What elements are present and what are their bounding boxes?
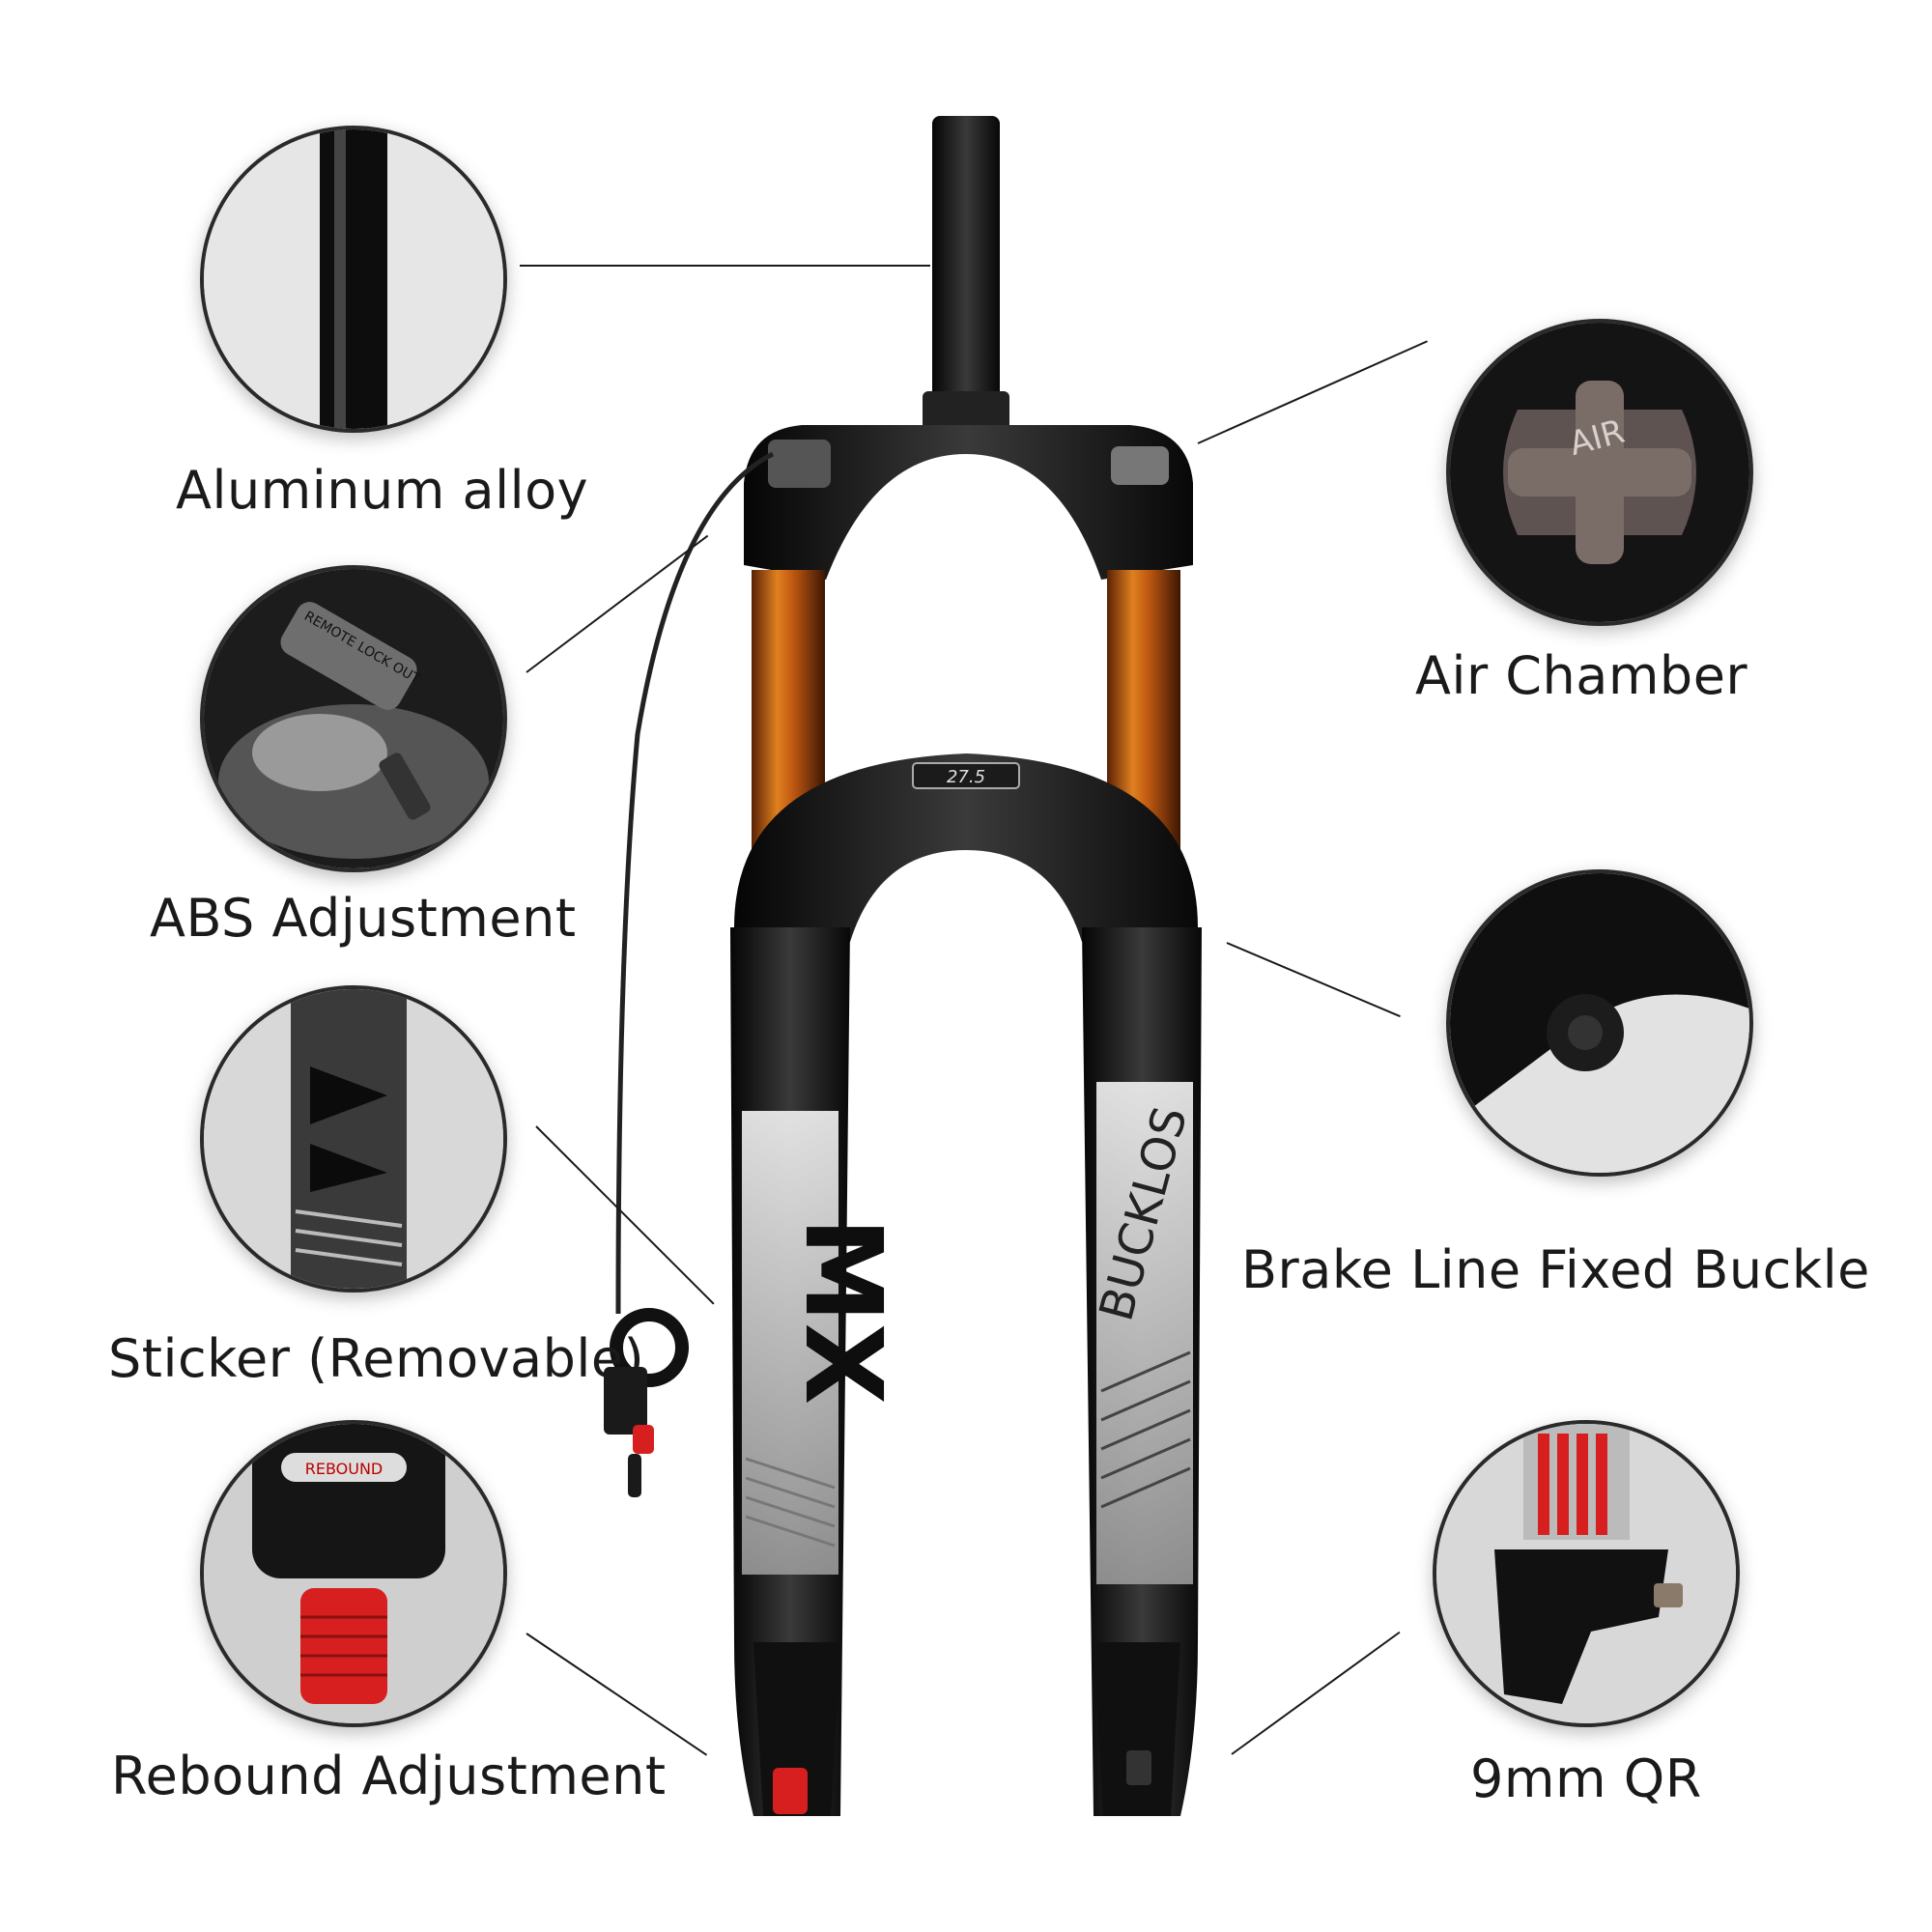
callout-rebound-adjustment: Rebound Adjustment (111, 1746, 667, 1806)
callout-air-chamber: Air Chamber (1415, 645, 1748, 706)
right-dropout (1094, 1642, 1180, 1816)
detail-bubble-9mm-qr (1433, 1420, 1740, 1727)
lockout-remote-lever (604, 1308, 689, 1497)
callout-9mm-qr: 9mm QR (1470, 1748, 1702, 1809)
rebound-knob-text: REBOUND (305, 1460, 384, 1478)
detail-bubble-aluminum-alloy (200, 126, 507, 433)
detail-bubble-rebound: REBOUND (200, 1420, 507, 1727)
lower-arch (734, 753, 1198, 942)
left-leg-decal-text: MX (781, 1217, 905, 1405)
fork-crown (744, 425, 1193, 580)
remote-cable (615, 451, 775, 1315)
detail-bubble-abs-adjustment: REMOTE LOCK OUT (200, 565, 507, 872)
crown-badge-text: 27.5 (947, 767, 985, 787)
callout-brake-line-fixed-buckle: Brake Line Fixed Buckle (1241, 1239, 1870, 1300)
air-valve-cap (1111, 446, 1169, 485)
detail-bubble-sticker (200, 985, 507, 1293)
callout-abs-adjustment: ABS Adjustment (150, 888, 577, 949)
callout-sticker-removable: Sticker (Removable) (108, 1328, 645, 1389)
steerer-tube (932, 116, 1000, 415)
left-leg-decal (742, 1111, 838, 1575)
detail-bubble-air-chamber: AIR (1446, 319, 1753, 626)
rebound-knob-red (773, 1768, 808, 1814)
detail-bubble-brake-buckle (1446, 869, 1753, 1177)
lockout-cap (768, 440, 831, 488)
callout-aluminum-alloy: Aluminum alloy (176, 460, 589, 521)
leader-line-aluminum-alloy (520, 265, 930, 267)
